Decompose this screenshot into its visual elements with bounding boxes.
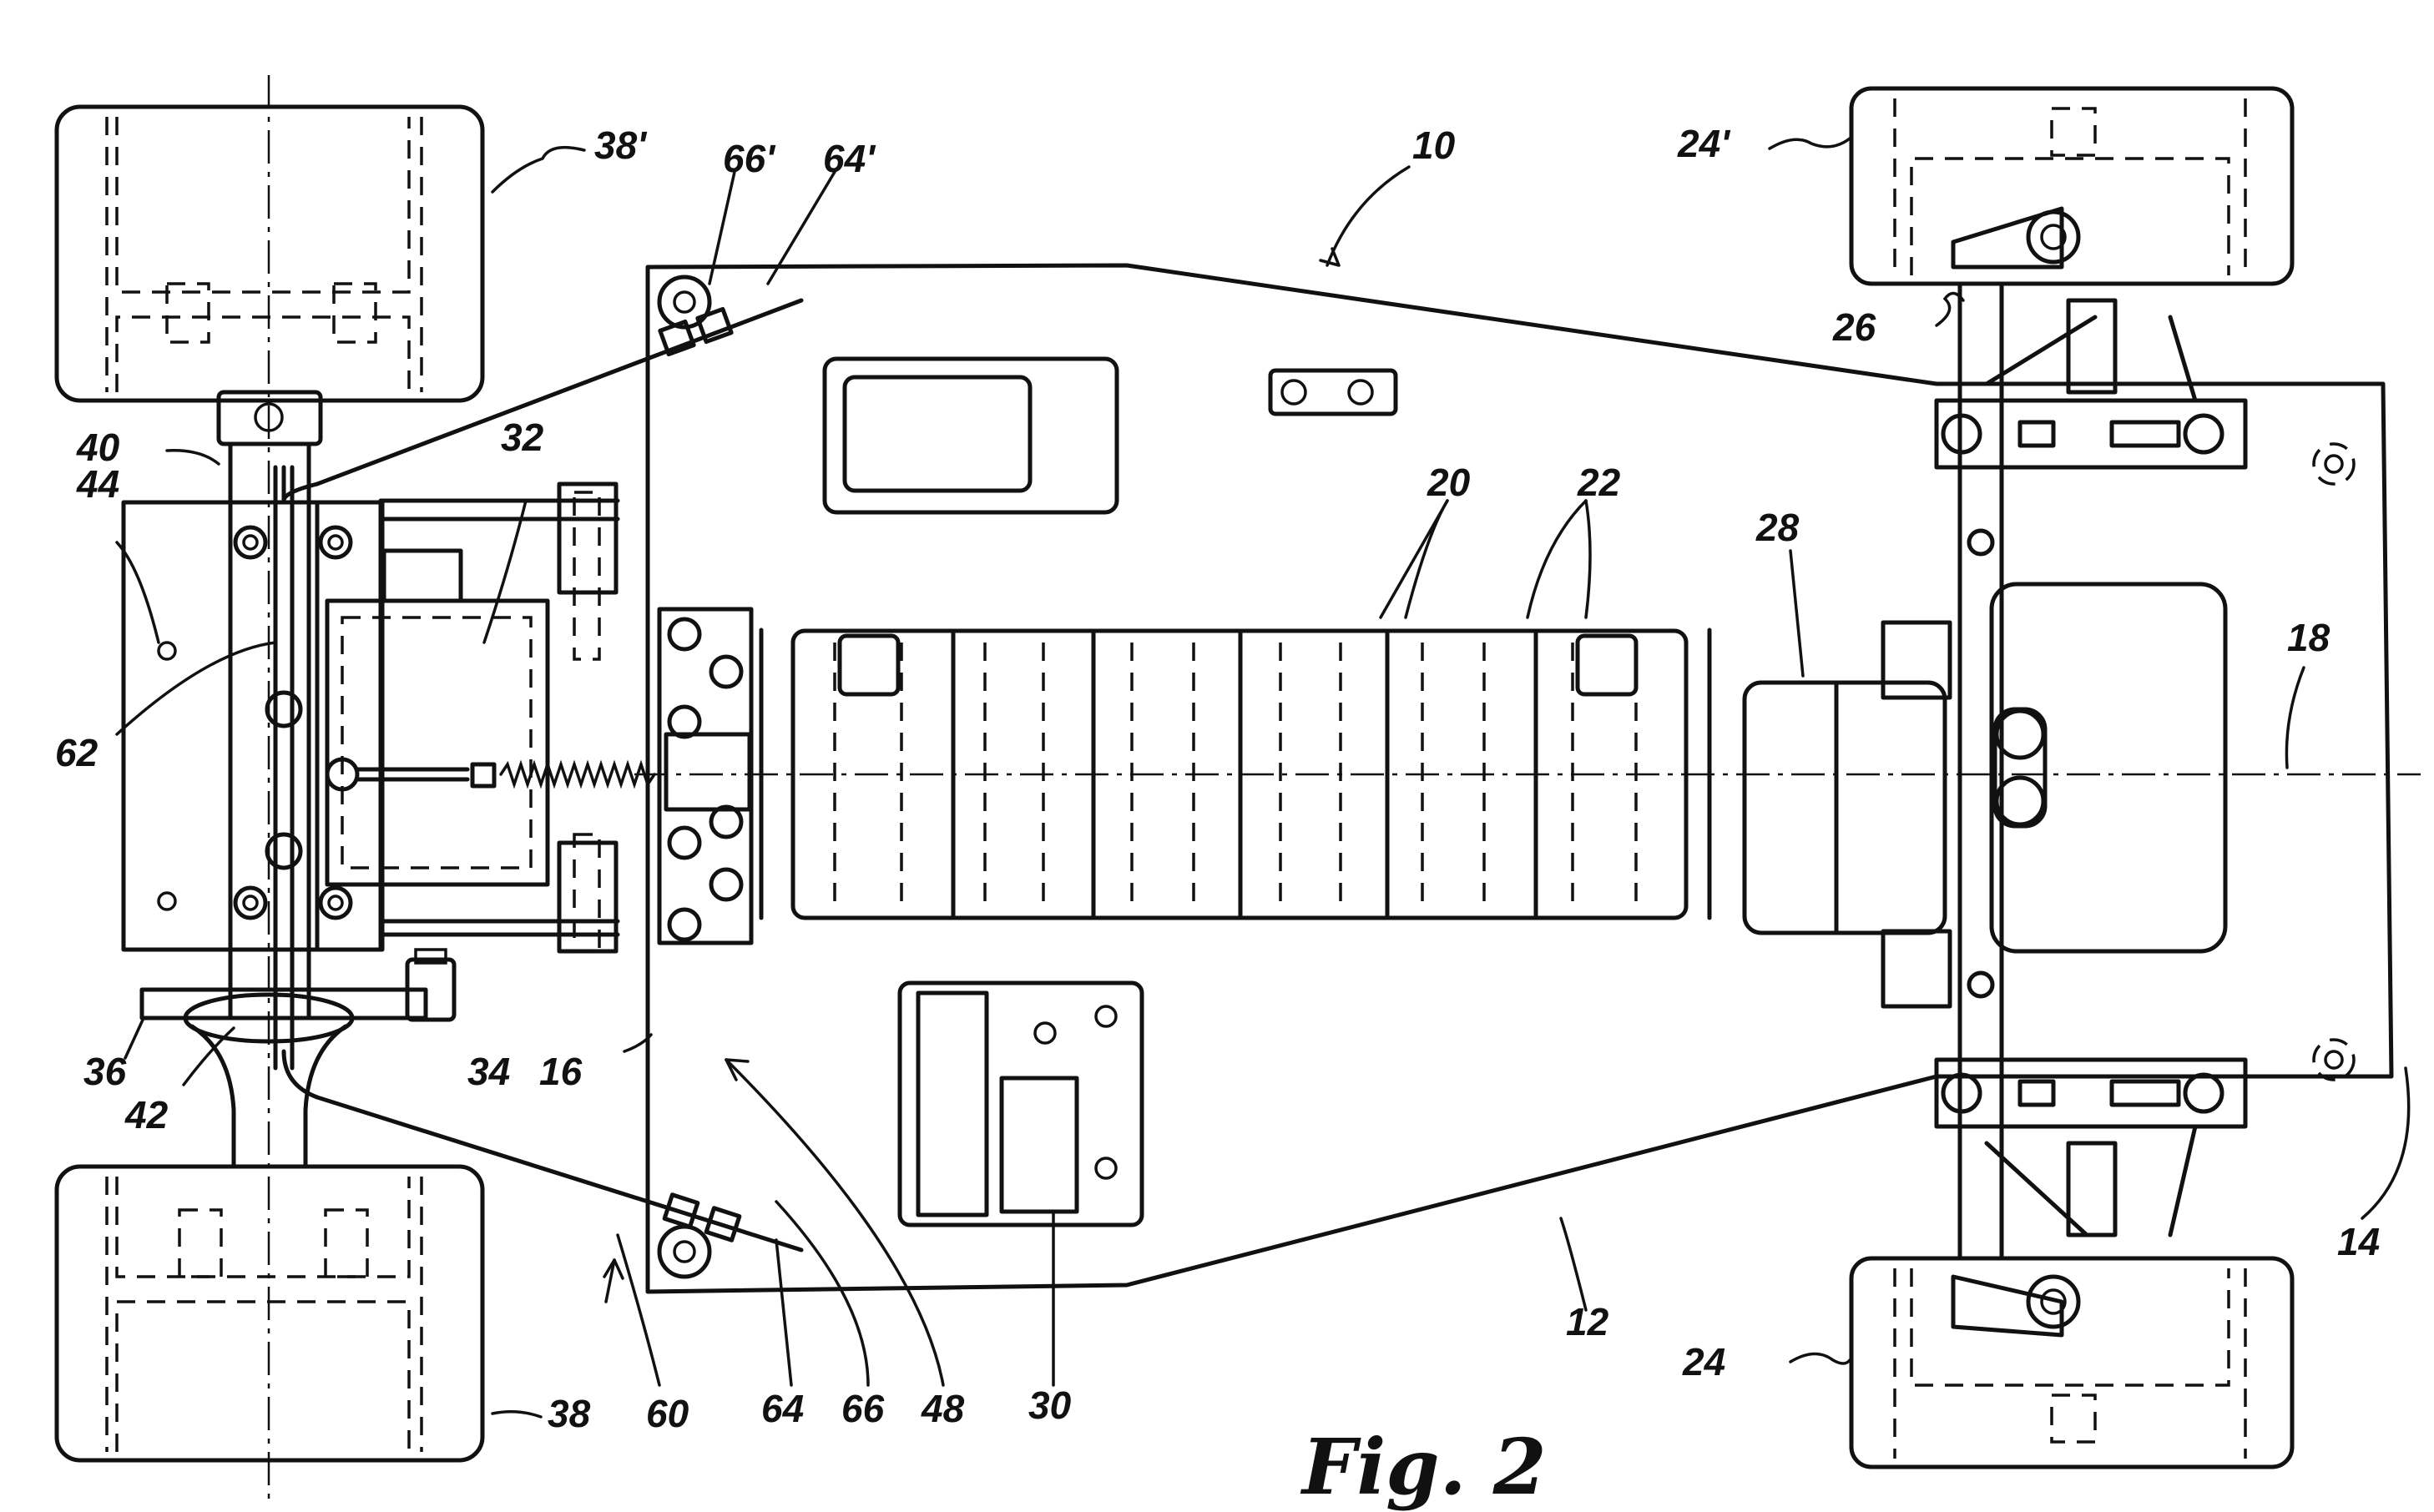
motor-28 [1742,680,1947,935]
chassis-plate [645,263,2394,1294]
front-wheel-24 [1849,1256,2295,1469]
label-18: 18 [2287,616,2330,659]
label-22: 22 [1577,461,1621,504]
label-66-prime: 66' [723,137,776,180]
rear-wheel-38-prime [54,104,485,403]
pinion-34 [405,957,457,1022]
label-38: 38 [548,1392,591,1435]
label-12: 12 [1566,1300,1609,1343]
receiver-box [822,356,1119,515]
label-60: 60 [646,1392,689,1435]
label-62: 62 [55,731,98,774]
motor-housing-32 [325,598,550,887]
spur-gear-36 [139,987,428,1021]
leader-lines [115,137,2411,1419]
label-24-prime: 24' [1677,122,1731,165]
label-40: 40 [76,426,120,469]
label-30: 30 [1028,1383,1072,1427]
clamp-66 [662,1192,700,1229]
label-38-prime: 38' [594,123,648,167]
label-14: 14 [2337,1220,2380,1263]
label-66: 66 [841,1387,885,1430]
label-24: 24 [1682,1340,1725,1383]
label-28: 28 [1755,506,1800,549]
lower-a-arm [1934,1057,2248,1129]
label-42: 42 [124,1093,169,1137]
small-mount [1268,368,1398,416]
link-rod-lower [281,1049,804,1252]
front-block [1989,582,2228,954]
label-48: 48 [921,1387,965,1430]
figure-caption: Fig. 2 [1300,1422,1547,1512]
spring [499,759,656,789]
side-bracket-upper [557,481,619,595]
label-20: 20 [1427,461,1471,504]
label-26: 26 [1832,305,1876,349]
upper-a-arm [1934,398,2248,470]
rear-wheel-38 [54,1164,485,1463]
speed-controller-30 [897,980,1144,1227]
label-64: 64 [761,1387,804,1430]
label-44: 44 [76,462,119,506]
label-16: 16 [539,1050,583,1093]
axle-hub-upper [216,390,323,446]
label-32: 32 [501,416,544,459]
label-36: 36 [83,1050,127,1093]
label-34: 34 [467,1050,510,1093]
label-64-prime: 64' [823,137,876,180]
front-wheel-24-prime [1849,86,2295,286]
label-10: 10 [1412,123,1456,167]
